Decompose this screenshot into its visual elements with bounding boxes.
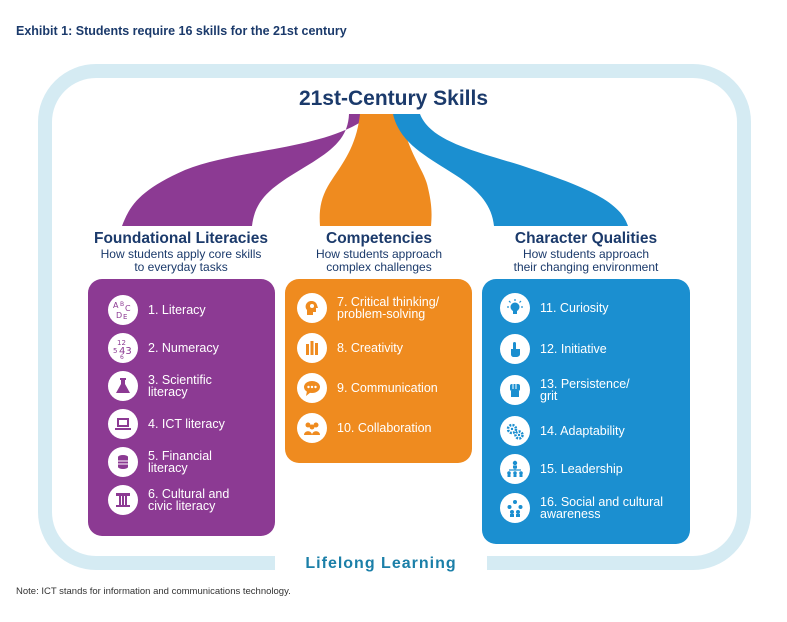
svg-text:5: 5 — [113, 347, 117, 355]
skill-item-creativity: 8. Creativity — [297, 333, 403, 363]
skill-label-line1: 7. Critical thinking/ — [337, 295, 440, 309]
column-subtitle-line1: How students apply core skills — [100, 247, 262, 261]
skill-label-line1: 2. Numeracy — [148, 341, 219, 355]
skill-label-line2: awareness — [540, 507, 601, 521]
skill-label-line2: literacy — [148, 385, 188, 399]
skill-item-curiosity: 11. Curiosity — [500, 293, 609, 323]
skill-item-collaboration: 10. Collaboration — [297, 413, 432, 443]
org-chart-icon — [500, 454, 530, 484]
skill-item-communication: 9. Communication — [297, 373, 438, 403]
skill-label-line1: 16. Social and cultural — [540, 495, 663, 509]
head-gears-icon — [297, 293, 327, 323]
column-subtitle-line2: complex challenges — [326, 260, 432, 274]
skill-label-line1: 9. Communication — [337, 381, 438, 395]
skill-item-leadership: 15. Leadership — [500, 454, 623, 484]
purple-stream — [122, 114, 372, 226]
skill-label-line2: literacy — [148, 461, 188, 475]
skill-label-line1: 13. Persistence/ — [540, 377, 630, 391]
skill-label-line1: 15. Leadership — [540, 462, 623, 476]
competencies-header: Competencies How students approach compl… — [286, 230, 472, 274]
gears-icon — [500, 416, 530, 446]
speech-bubble-icon — [297, 373, 327, 403]
skill-label-line1: 14. Adaptability — [540, 424, 625, 438]
crayons-icon — [297, 333, 327, 363]
column-heading: Foundational Literacies — [94, 230, 268, 247]
skill-label-line1: 5. Financial — [148, 449, 212, 463]
svg-text:D: D — [116, 311, 122, 320]
skill-label-line1: 11. Curiosity — [540, 301, 609, 315]
column-heading: Character Qualities — [514, 230, 658, 247]
skill-label-line2: problem-solving — [337, 307, 426, 321]
main-title: 21st-Century Skills — [298, 87, 489, 110]
character-qualities-panel: 11. Curiosity 12. Initiative 13. Persist… — [482, 279, 690, 544]
footnote: Note: ICT stands for information and com… — [16, 586, 291, 597]
skill-item-critical-thinking: 7. Critical thinking/problem-solving — [297, 293, 439, 323]
column-subtitle-line2: their changing environment — [513, 260, 659, 274]
skill-item-adaptability: 14. Adaptability — [500, 416, 625, 446]
svg-text:E: E — [123, 313, 127, 321]
skill-label-line2: grit — [540, 389, 558, 403]
skill-label-line1: 8. Creativity — [337, 341, 403, 355]
people-group-icon — [297, 413, 327, 443]
laptop-icon — [108, 409, 138, 439]
svg-text:43: 43 — [119, 346, 132, 357]
svg-text:12: 12 — [117, 339, 126, 347]
lifelong-learning-label: Lifelong Learning — [275, 553, 487, 575]
character-qualities-header: Character Qualities How students approac… — [478, 230, 694, 274]
skill-label-line1: 3. Scientific — [148, 373, 212, 387]
skill-label-line1: 6. Cultural and — [148, 487, 230, 501]
skill-item-ict-literacy: 4. ICT literacy — [108, 409, 225, 439]
skill-label-line1: 4. ICT literacy — [148, 417, 225, 431]
svg-text:A: A — [113, 301, 119, 310]
skill-label-line1: 12. Initiative — [540, 342, 607, 356]
column-subtitle-line2: to everyday tasks — [134, 260, 228, 274]
blue-stream — [393, 114, 628, 226]
competencies-panel: 7. Critical thinking/problem-solving 8. … — [285, 279, 472, 463]
skill-item-initiative: 12. Initiative — [500, 334, 607, 364]
orange-stream — [319, 114, 432, 226]
column-subtitle-line1: How students approach — [522, 247, 650, 261]
svg-text:C: C — [125, 304, 131, 313]
skill-label-line1: 10. Collaboration — [337, 421, 432, 435]
foundational-literacies-header: Foundational Literacies How students app… — [78, 230, 284, 274]
column-icon — [108, 485, 138, 515]
skill-label-line2: civic literacy — [148, 499, 216, 513]
column-subtitle-line1: How students approach — [315, 247, 443, 261]
lightbulb-icon — [500, 293, 530, 323]
coin-stack-icon — [108, 447, 138, 477]
fist-icon — [500, 375, 530, 405]
flask-icon — [108, 371, 138, 401]
pointing-hand-icon — [500, 334, 530, 364]
exhibit-title: Exhibit 1: Students require 16 skills fo… — [16, 24, 347, 38]
skill-item-persistence-grit: 13. Persistence/grit — [500, 375, 630, 405]
community-icon — [500, 493, 530, 523]
skill-label-line1: 1. Literacy — [148, 303, 206, 317]
column-heading: Competencies — [326, 230, 432, 247]
svg-text:B: B — [120, 301, 124, 308]
svg-text:6: 6 — [120, 354, 124, 359]
